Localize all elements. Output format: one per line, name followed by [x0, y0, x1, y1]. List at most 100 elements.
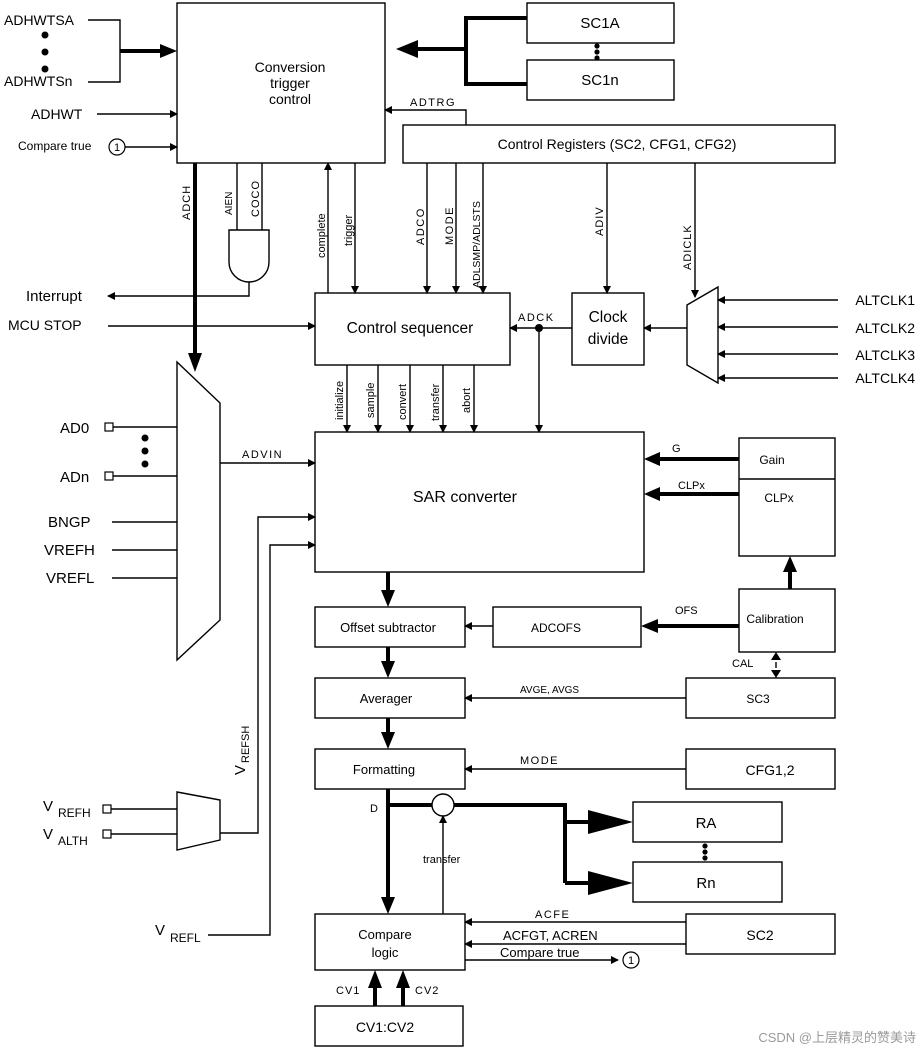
adch-arrowhead: [188, 353, 202, 372]
adiclk-label: ADICLK: [682, 224, 694, 270]
sc1-dot-3: [594, 55, 600, 61]
mcu-stop-label: MCU STOP: [8, 317, 82, 333]
compare-true-label: Compare true: [18, 139, 92, 153]
vrefsh-label: V REFSH: [232, 726, 252, 775]
avge-label: AVGE, AVGS: [520, 685, 579, 696]
cv2-label: CV2: [415, 985, 439, 997]
adhwts-bus-arrowhead: [160, 44, 177, 58]
cal-label: CAL: [732, 658, 753, 670]
ra-label: RA: [696, 815, 717, 832]
conversion-trigger-control-block: [176, 2, 386, 164]
v-alth-main: V: [43, 826, 53, 843]
adcofs-block: [492, 606, 642, 648]
control-registers-label: Control Registers (SC2, CFG1, CFG2): [498, 136, 737, 152]
adco-label: ADCO: [415, 207, 427, 245]
clpx-label: CLPx: [678, 480, 705, 492]
gain-clpx-block: [738, 437, 836, 557]
formatting-label: Formatting: [353, 762, 415, 777]
cfg12-block: [685, 748, 836, 790]
sample-label: sample: [365, 383, 377, 418]
clock-divide-block: [571, 292, 645, 366]
v-alth-sub: ALTH: [58, 834, 88, 848]
input-mux: [176, 360, 221, 662]
interrupt-label: Interrupt: [26, 288, 83, 305]
conv-trigger-line3: control: [269, 91, 311, 107]
complete-label: complete: [316, 213, 328, 258]
transfer-label: transfer: [430, 383, 442, 421]
altclk1-label: ALTCLK1: [855, 292, 915, 308]
ad0-label: AD0: [60, 420, 89, 437]
clock-mux: [686, 285, 719, 385]
adhwts-dot-2: [41, 48, 49, 56]
vrefl-ref-line: [208, 541, 316, 936]
g-label: G: [672, 443, 681, 455]
control-registers-block: [402, 124, 836, 164]
sc1-dot-2: [594, 49, 600, 55]
compare-true2-connector: [622, 951, 640, 969]
acfgt-label: ACFGT, ACREN: [503, 928, 598, 943]
adlsmp-label: ADLSMP/ADLSTS: [471, 201, 483, 288]
cv1-label: CV1: [336, 985, 360, 997]
ofs-label: OFS: [675, 605, 698, 617]
sar-to-offset-arrowhead: [381, 590, 395, 607]
calibration-block: [738, 588, 836, 653]
altclk3-label: ALTCLK3: [855, 347, 915, 363]
adhwtsn-label: ADHWTSn: [4, 73, 72, 89]
cfg12-label: CFG1,2: [745, 762, 794, 778]
watermark: CSDN @上层精灵的赞美诗: [758, 1030, 916, 1045]
to-ra-arrowhead: [588, 810, 633, 834]
control-sequencer-block: [314, 292, 511, 366]
v-refh-main: V: [43, 798, 53, 815]
formatting-block: [314, 748, 466, 790]
sc3-label: SC3: [746, 692, 770, 706]
sc2-block: [685, 913, 836, 955]
cal-arrow-up: [771, 652, 781, 660]
r-dot-1: [702, 843, 708, 849]
clpx-arrowhead: [644, 487, 660, 501]
sc1n-label: SC1n: [581, 72, 619, 89]
adcofs-label: ADCOFS: [531, 621, 581, 635]
v-refl-sub: REFL: [170, 931, 201, 945]
sc1a-label: SC1A: [580, 15, 619, 32]
adhwts-dot-3: [41, 65, 49, 73]
conv-trigger-line1: Conversion: [255, 59, 326, 75]
compare-true2-label: Compare true: [500, 945, 579, 960]
d-arrowhead: [381, 897, 395, 914]
convert-label: convert: [397, 384, 409, 420]
adn-pin: [104, 471, 114, 481]
advin-label: ADVIN: [242, 449, 283, 461]
vrefsh-line: [220, 513, 316, 834]
compare-true-connector-number: 1: [114, 142, 120, 154]
adch-label: ADCH: [181, 185, 193, 220]
altclk4-label: ALTCLK4: [855, 370, 915, 386]
conv-trigger-line2: trigger: [270, 75, 310, 91]
control-sequencer-label: Control sequencer: [347, 320, 474, 337]
trigger-label: trigger: [343, 214, 355, 246]
sc2-label: SC2: [746, 927, 773, 943]
sc1a-block: [526, 2, 675, 44]
abort-label: abort: [461, 388, 473, 413]
rn-block: [632, 861, 783, 903]
and-gate: [228, 229, 270, 283]
adtrg-label: ADTRG: [410, 97, 456, 109]
mode-label: MODE: [444, 206, 456, 245]
cv2-arrowhead: [396, 970, 410, 988]
vrefh-label: VREFH: [44, 542, 95, 559]
r-dot-2: [702, 849, 708, 855]
sar-converter-label: SAR converter: [413, 489, 518, 506]
altclk2-label: ALTCLK2: [855, 320, 915, 336]
offset-subtractor-block: [314, 606, 466, 648]
gain-label: Gain: [759, 453, 784, 467]
vrefh-pin: [102, 804, 112, 814]
offset-subtractor-label: Offset subtractor: [340, 620, 437, 635]
adiv-label: ADIV: [594, 206, 606, 236]
adhwts-bus-bracket: [88, 19, 121, 83]
initialize-label: initialize: [334, 381, 346, 420]
sc1-bus-arrowhead: [396, 40, 418, 58]
calibration-label: Calibration: [746, 612, 803, 626]
gate-to-regs-line: [454, 803, 567, 883]
sc3-block: [685, 677, 836, 719]
compare-logic-block: [314, 913, 466, 971]
r-dot-3: [702, 855, 708, 861]
aien-label: AIEN: [224, 192, 235, 215]
